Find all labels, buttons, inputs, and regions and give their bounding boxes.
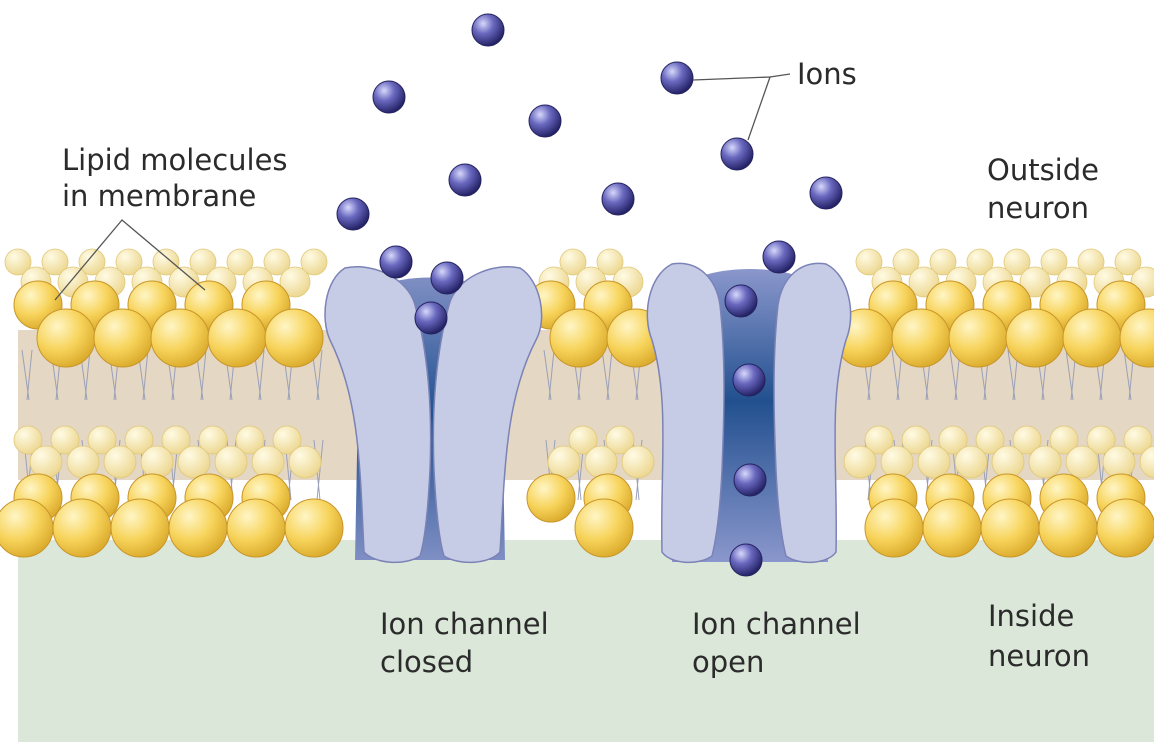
ion	[734, 464, 766, 496]
ion	[661, 62, 693, 94]
outside-region	[0, 0, 1154, 275]
lipid-head	[1039, 499, 1097, 557]
lipid-head	[215, 446, 247, 478]
ion	[725, 285, 757, 317]
ion	[733, 364, 765, 396]
ion	[415, 302, 447, 334]
lipid-head	[178, 446, 210, 478]
inside-neuron-label-line1: Inside	[988, 599, 1074, 633]
lipid-head	[981, 499, 1039, 557]
lipid-head	[169, 499, 227, 557]
ion	[810, 177, 842, 209]
lipid-head	[141, 446, 173, 478]
lipid-label-line2: in membrane	[62, 179, 256, 213]
lipid-head	[865, 499, 923, 557]
ion	[431, 262, 463, 294]
closed-channel-label-line2: closed	[380, 645, 473, 679]
open-channel-label-line1: Ion channel	[692, 607, 861, 641]
inside-region	[18, 540, 1154, 742]
lipid-head	[550, 309, 608, 367]
ion	[380, 246, 412, 278]
ion	[472, 14, 504, 46]
ion	[763, 241, 795, 273]
lipid-head	[30, 446, 62, 478]
ion	[730, 544, 762, 576]
lipid-head	[949, 309, 1007, 367]
ion	[602, 183, 634, 215]
lipid-head	[104, 446, 136, 478]
lipid-head	[1097, 499, 1154, 557]
lipid-head	[285, 499, 343, 557]
outside-neuron-label-line1: Outside	[987, 153, 1099, 187]
lipid-head	[881, 446, 913, 478]
lipid-head	[918, 446, 950, 478]
closed-channel-label-line1: Ion channel	[380, 607, 549, 641]
lipid-head	[585, 446, 617, 478]
lipid-head	[94, 309, 152, 367]
lipid-head	[548, 446, 580, 478]
lipid-head	[1103, 446, 1135, 478]
lipid-label-line1: Lipid molecules	[62, 143, 288, 177]
lipid-head	[892, 309, 950, 367]
lipid-head	[37, 309, 95, 367]
lipid-head	[227, 499, 285, 557]
lipid-head	[844, 446, 876, 478]
lipid-head	[1066, 446, 1098, 478]
lipid-head	[265, 309, 323, 367]
lipid-head	[1029, 446, 1061, 478]
lipid-head	[955, 446, 987, 478]
lipid-head	[53, 499, 111, 557]
ion	[337, 198, 369, 230]
inside-neuron-label-line2: neuron	[988, 639, 1090, 673]
lipid-head	[1006, 309, 1064, 367]
ion	[721, 138, 753, 170]
lipid-head	[289, 446, 321, 478]
lipid-head	[992, 446, 1024, 478]
ions-label: Ions	[797, 57, 857, 91]
ion	[529, 105, 561, 137]
lipid-head	[151, 309, 209, 367]
lipid-head	[0, 499, 53, 557]
lipid-head	[67, 446, 99, 478]
lipid-head	[923, 499, 981, 557]
lipid-head	[252, 446, 284, 478]
ion	[373, 81, 405, 113]
ion	[449, 164, 481, 196]
lipid-head	[622, 446, 654, 478]
outside-neuron-label-line2: neuron	[987, 191, 1089, 225]
lipid-head	[1063, 309, 1121, 367]
lipid-head	[527, 474, 575, 522]
lipid-head	[111, 499, 169, 557]
lipid-head	[575, 499, 633, 557]
open-channel-label-line2: open	[692, 645, 764, 679]
lipid-head	[208, 309, 266, 367]
